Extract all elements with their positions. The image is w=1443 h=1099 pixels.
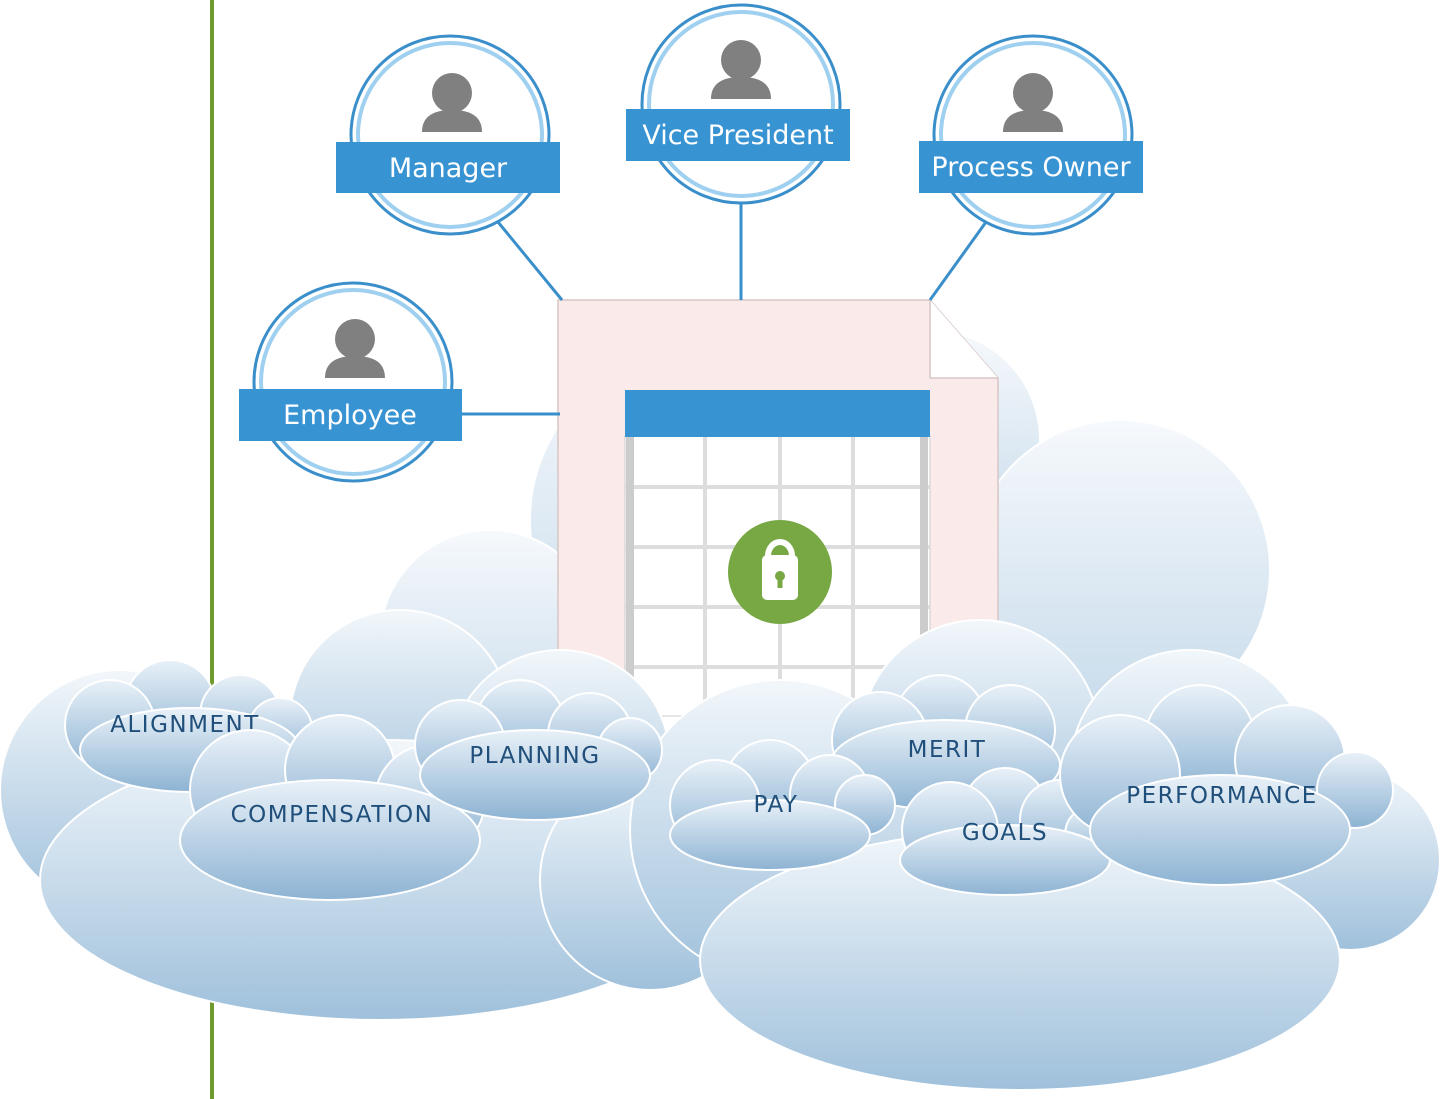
role-process-owner: Process Owner: [919, 34, 1143, 236]
cloud-label-compensation: COMPENSATION: [231, 802, 434, 828]
document-header-bar: [625, 390, 930, 437]
person-icon: [1003, 73, 1063, 132]
role-label-process-owner: Process Owner: [931, 152, 1131, 183]
cloud-label-goals: GOALS: [962, 820, 1048, 846]
role-label-bar: [239, 389, 462, 441]
cloud-compensation: COMPENSATION: [179, 714, 486, 901]
role-label-employee: Employee: [283, 400, 417, 431]
cloud-performance: PERFORMANCE: [1059, 684, 1394, 886]
role-label-vice-president: Vice President: [642, 120, 833, 151]
role-label-bar: [626, 109, 850, 161]
lock-icon: [728, 520, 832, 624]
role-employee: Employee: [239, 281, 462, 483]
role-label-bar: [336, 142, 560, 193]
cloud-label-pay: PAY: [754, 792, 799, 818]
role-label-manager: Manager: [389, 153, 508, 184]
connectors: [460, 198, 988, 416]
person-icon: [325, 319, 385, 378]
cloud-planning: PLANNING: [414, 679, 663, 821]
cloud-label-planning: PLANNING: [469, 743, 600, 769]
person-icon: [422, 73, 482, 132]
role-label-bar: [919, 141, 1143, 193]
document: [557, 299, 999, 717]
cloud-label-performance: PERFORMANCE: [1126, 783, 1318, 809]
role-manager: Manager: [336, 34, 560, 236]
cloud-pay: PAY: [669, 739, 896, 871]
cloud-label-merit: MERIT: [908, 737, 987, 763]
person-icon: [711, 40, 771, 99]
role-vice-president: Vice President: [626, 3, 850, 205]
